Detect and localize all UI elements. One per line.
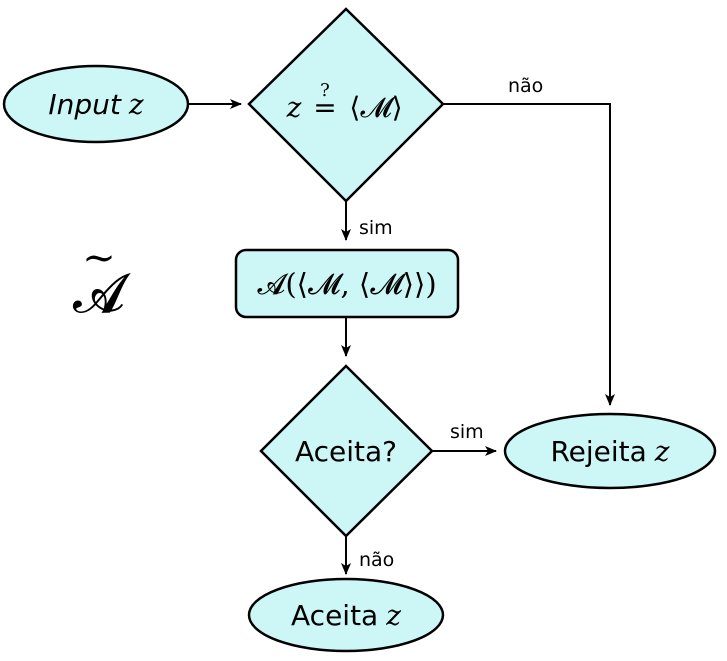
edge-label-decision2-no: não <box>359 549 394 571</box>
edge-label-decision1-no: não <box>508 75 543 97</box>
decision1-lhs: z <box>286 91 302 124</box>
machine-label-symbol: 𝓐 <box>73 262 131 325</box>
decision1-rhs: ⟨𝓜⟩ <box>349 91 402 124</box>
process-node-simulate: 𝓐(⟨𝓜, ⟨𝓜⟩⟩) <box>234 248 460 319</box>
machine-label-accent: ~ <box>82 235 116 281</box>
decision2-label: Aceita? <box>295 435 397 468</box>
decision-node-membership: z ? = ⟨𝓜⟩ <box>247 7 445 203</box>
edge-label-decision2-yes: sim <box>450 421 484 443</box>
machine-label: ~ 𝓐 <box>73 235 131 325</box>
process-node-label: 𝓐(⟨𝓜, ⟨𝓜⟩⟩) <box>257 267 436 301</box>
decision-node-accepts: Aceita? <box>259 364 434 538</box>
edge-label-decision1-yes: sim <box>359 217 393 239</box>
decision1-equals: = <box>313 91 336 124</box>
edge-decision1-no-to-reject <box>443 103 615 406</box>
decision1-question-mark: ? <box>320 80 330 101</box>
